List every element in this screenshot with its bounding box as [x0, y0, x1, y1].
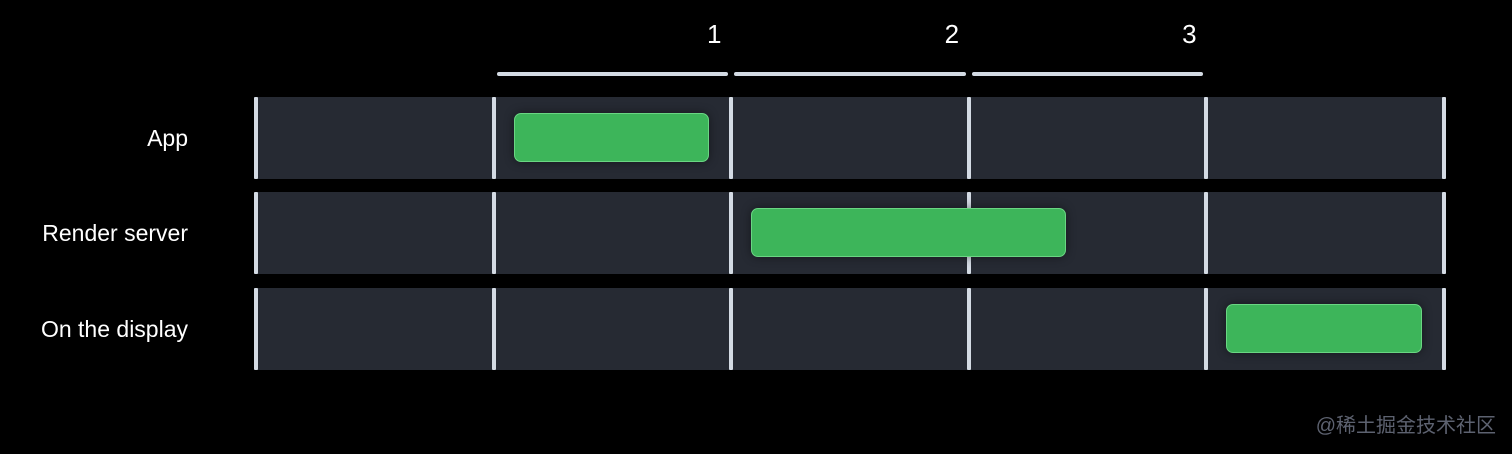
tick-label-3: 3 — [1182, 19, 1197, 49]
frame-divider — [729, 288, 734, 370]
frame-bracket-1 — [496, 72, 729, 76]
frame-divider — [254, 97, 258, 179]
frame-divider — [491, 97, 496, 179]
frame-divider — [1442, 97, 1446, 179]
frame-divider — [1204, 288, 1209, 370]
row-label-render-server: Render server — [42, 220, 188, 246]
tick-label-2: 2 — [944, 19, 960, 49]
frame-divider — [491, 288, 496, 370]
row-label-app: App — [147, 125, 188, 151]
timeline-track — [254, 97, 1446, 179]
work-bar — [513, 113, 710, 162]
frame-bracket-2 — [734, 72, 966, 76]
frame-divider — [1442, 192, 1446, 274]
work-bar — [751, 208, 1066, 257]
frame-divider — [729, 97, 734, 179]
frame-divider — [254, 288, 258, 370]
watermark: @稀土掘金技术社区 — [1315, 415, 1496, 437]
frame-divider — [1204, 97, 1209, 179]
frame-divider — [729, 192, 734, 274]
frame-divider — [491, 192, 496, 274]
frame-divider — [966, 288, 971, 370]
frame-bracket-3 — [971, 72, 1204, 76]
work-bar — [1226, 304, 1422, 353]
frame-divider — [1204, 192, 1209, 274]
frame-divider — [254, 192, 258, 274]
row-label-on-the-display: On the display — [40, 316, 188, 342]
frame-divider — [1442, 288, 1446, 370]
tick-label-1: 1 — [706, 19, 722, 49]
frame-divider — [966, 97, 971, 179]
timeline-track — [254, 192, 1446, 274]
timeline-track — [254, 288, 1446, 370]
